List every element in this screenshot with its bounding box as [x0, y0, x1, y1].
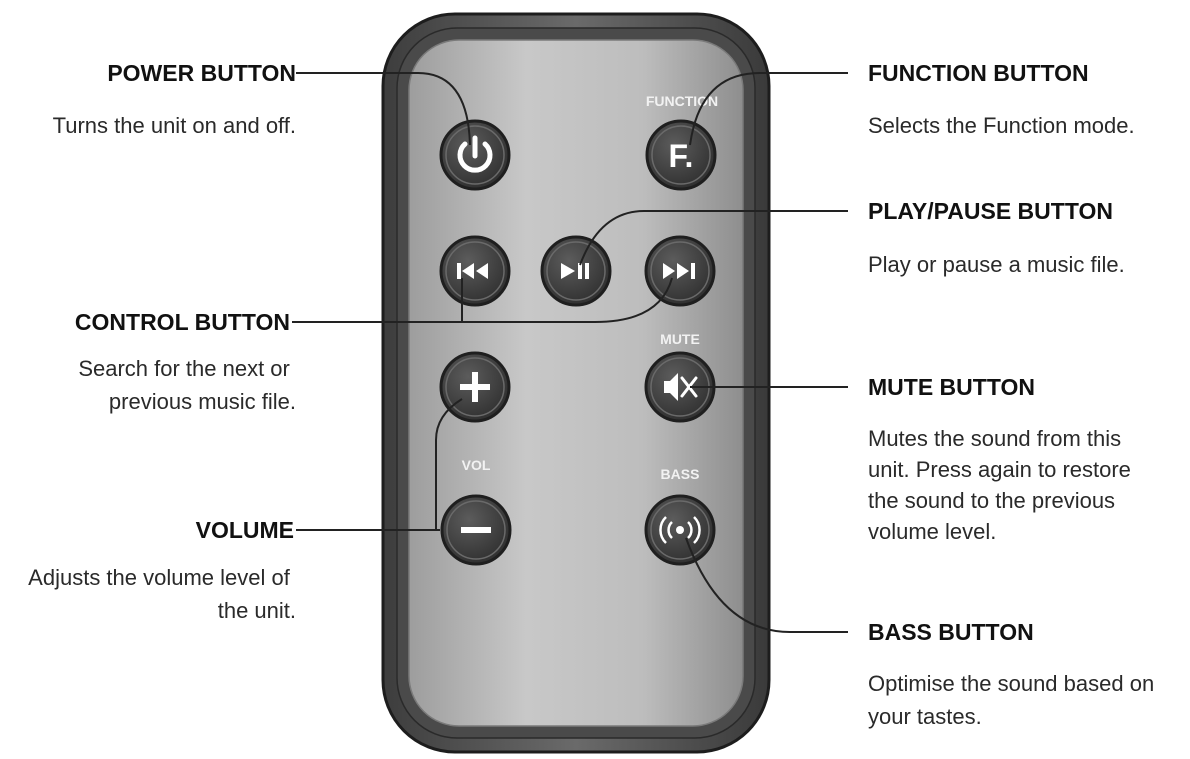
bass-button-desc: Optimise the sound based on your tastes.: [868, 671, 1160, 729]
function-button[interactable]: F.: [645, 119, 717, 191]
function-caption: FUNCTION: [646, 93, 718, 109]
minus-icon: [461, 527, 491, 533]
function-button-title: FUNCTION BUTTON: [868, 60, 1089, 86]
control-button-title: CONTROL BUTTON: [75, 309, 290, 335]
play-pause-button-title: PLAY/PAUSE BUTTON: [868, 198, 1113, 224]
mute-caption: MUTE: [660, 331, 700, 347]
mute-button-title: MUTE BUTTON: [868, 374, 1035, 400]
plus-icon: [460, 372, 490, 402]
control-leader-line: [292, 277, 673, 323]
control-button-desc: Search for the next or previous music fi…: [78, 356, 296, 414]
volume-title: VOLUME: [196, 517, 294, 543]
bass-caption: BASS: [661, 466, 700, 482]
play-pause-button-desc: Play or pause a music file.: [868, 252, 1125, 277]
bass-icon: [659, 516, 701, 544]
power-button[interactable]: [439, 119, 511, 191]
skip-back-icon: [457, 263, 488, 279]
power-leader-line: [296, 72, 471, 146]
skip-forward-icon: [663, 263, 695, 279]
play-pause-leader-line: [579, 210, 848, 266]
bass-leader-line: [685, 537, 848, 633]
play-pause-icon: [561, 263, 589, 279]
volume-up-button[interactable]: [439, 351, 511, 423]
next-button[interactable]: [644, 235, 716, 307]
function-button-desc: Selects the Function mode.: [868, 113, 1135, 138]
bass-button[interactable]: [644, 494, 716, 566]
power-button-desc: Turns the unit on and off.: [53, 113, 296, 138]
bass-button-title: BASS BUTTON: [868, 619, 1034, 645]
power-button-title: POWER BUTTON: [107, 60, 296, 86]
volume-desc: Adjusts the volume level of the unit.: [28, 565, 296, 623]
volume-down-button[interactable]: [440, 494, 512, 566]
power-icon: [457, 135, 493, 173]
previous-button[interactable]: [439, 235, 511, 307]
vol-caption: VOL: [462, 457, 491, 473]
volume-leader-line: [296, 398, 463, 531]
function-leader-line: [689, 72, 848, 146]
mute-icon: [664, 373, 698, 401]
mute-button-desc: Mutes the sound from this unit. Press ag…: [868, 426, 1137, 544]
play-pause-button[interactable]: [540, 235, 612, 307]
